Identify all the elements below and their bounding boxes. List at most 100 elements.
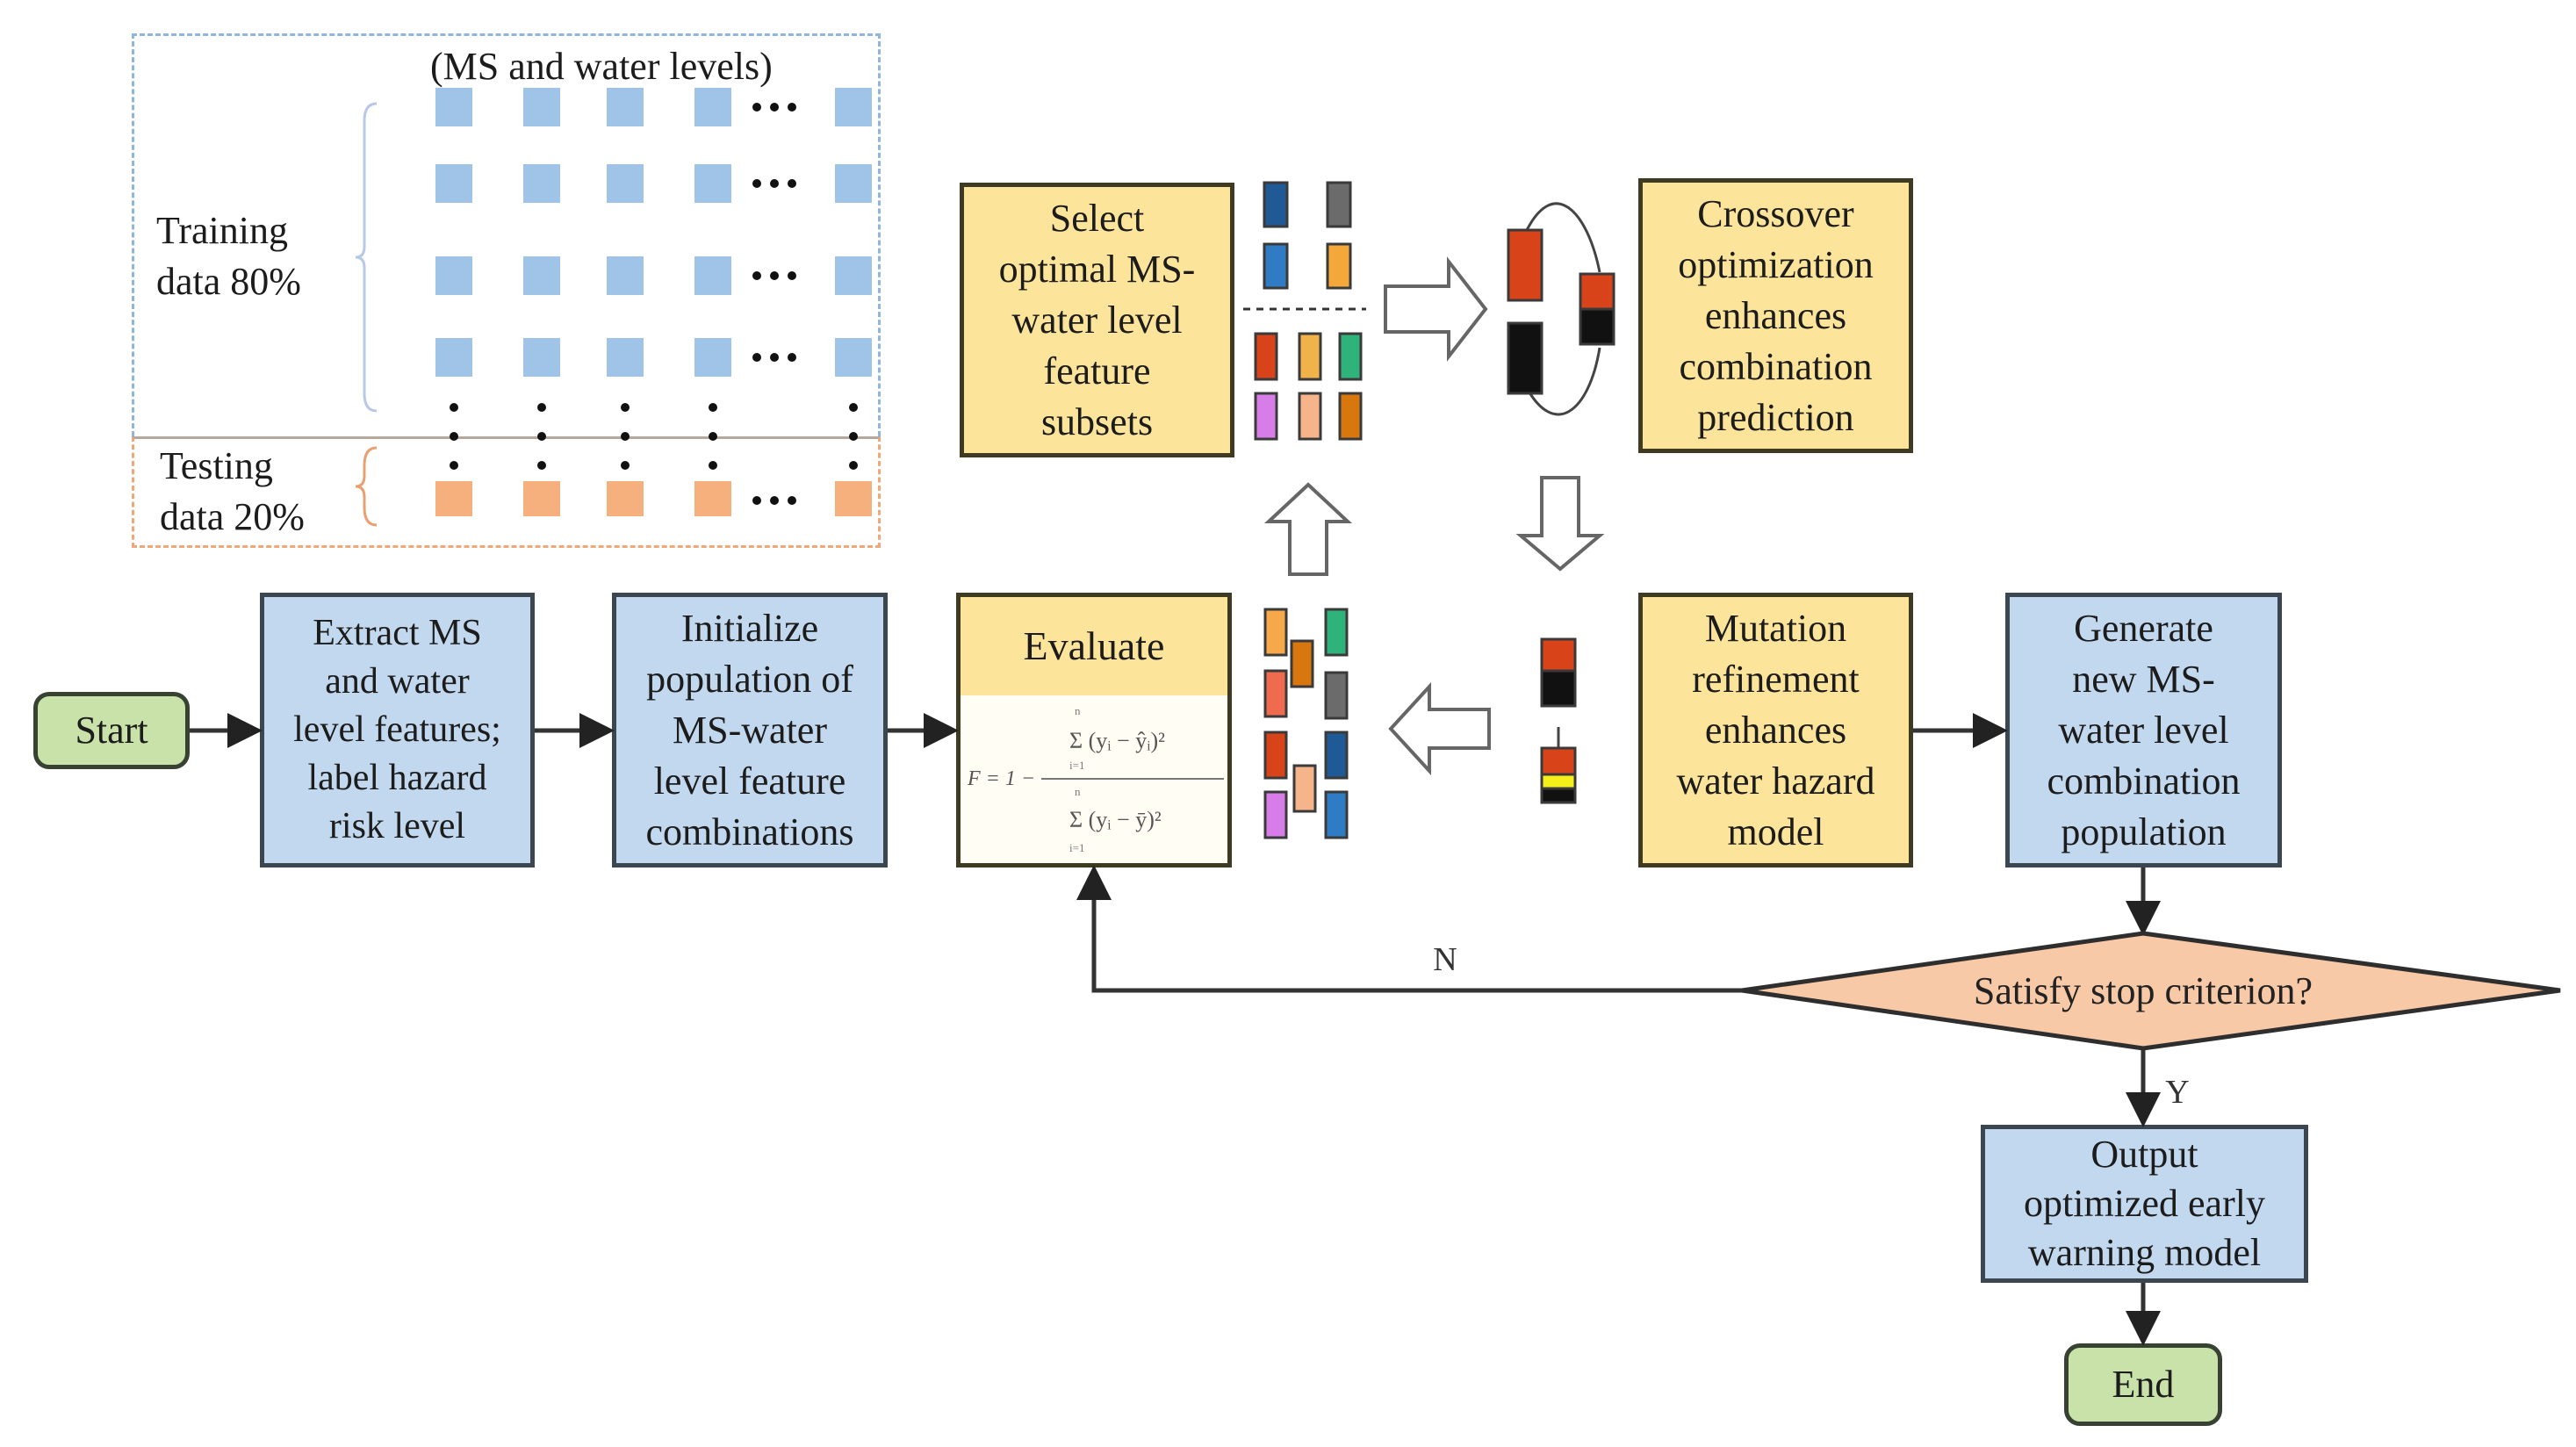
testing-region <box>132 436 881 548</box>
decision-diamond <box>1741 931 2561 1051</box>
ellipsis-dot <box>788 103 796 112</box>
formula-numerator-upper: n <box>1075 704 1081 717</box>
vertical-ellipsis-dot <box>621 432 630 441</box>
vertical-ellipsis-dot <box>450 432 458 441</box>
generate-population-node[interactable]: Generate new MS- water level combination… <box>2005 593 2282 867</box>
mutation-before-segment <box>1540 637 1577 673</box>
training-sample <box>835 164 872 203</box>
population-chromosome <box>1324 671 1349 720</box>
ellipsis-dot <box>788 179 796 188</box>
crossover-node[interactable]: Crossover optimization enhances combinat… <box>1638 178 1913 453</box>
end-node[interactable]: End <box>2064 1343 2222 1426</box>
select-chromosome <box>1298 332 1322 381</box>
ellipsis-dot <box>770 103 779 112</box>
extract-features-node[interactable]: Extract MS and water level features; lab… <box>260 593 535 867</box>
vertical-ellipsis-dot <box>450 461 458 470</box>
crossover-parent <box>1507 321 1543 395</box>
vertical-ellipsis-dot <box>450 403 458 412</box>
population-chromosome <box>1324 731 1349 780</box>
training-sample <box>435 164 472 203</box>
crossover-child-segment <box>1579 307 1615 346</box>
block-arrow-down <box>1515 476 1605 572</box>
ellipsis-dot <box>752 179 761 188</box>
formula-lhs: F = 1 − <box>967 767 1035 790</box>
decision-label: Satisfy stop criterion? <box>1974 969 2313 1012</box>
evaluate-title: Evaluate <box>961 597 1227 695</box>
testing-sample <box>835 481 872 516</box>
ellipsis-dot <box>752 271 761 280</box>
formula-denominator: Σ (yᵢ − ȳ)² <box>1069 807 1162 832</box>
evaluate-node[interactable]: Evaluate F = 1 − Σ (yᵢ − ŷᵢ)² n i=1 Σ (y… <box>956 593 1232 867</box>
crossover-curve-top <box>1524 202 1601 273</box>
ellipsis-dot <box>752 103 761 112</box>
training-sample <box>607 256 644 295</box>
population-chromosome <box>1263 669 1288 718</box>
training-label: Training data 80% <box>156 209 301 303</box>
ellipsis-dot <box>770 353 779 362</box>
training-sample <box>435 256 472 295</box>
formula-numerator: Σ (yᵢ − ŷᵢ)² <box>1069 728 1165 753</box>
population-chromosome <box>1324 790 1349 839</box>
training-sample <box>694 164 731 203</box>
block-arrow-right <box>1384 256 1488 362</box>
population-chromosome <box>1292 764 1317 813</box>
select-chromosome <box>1298 392 1322 441</box>
testing-brace <box>355 446 378 527</box>
training-sample <box>694 338 731 377</box>
vertical-ellipsis-dot <box>709 432 717 441</box>
vertical-ellipsis-dot <box>621 461 630 470</box>
vertical-ellipsis-dot <box>849 403 858 412</box>
training-sample <box>523 338 560 377</box>
training-sample <box>694 88 731 126</box>
initialize-population-node[interactable]: Initialize population of MS-water level … <box>612 593 888 867</box>
edge-label-yes: Y <box>2165 1074 2189 1111</box>
testing-label: Testing data 20% <box>160 444 305 538</box>
mutation-before-segment <box>1540 669 1577 708</box>
formula-numerator-lower: i=1 <box>1069 759 1084 772</box>
select-chromosome <box>1338 332 1363 381</box>
mutation-highlight-segment <box>1540 773 1577 790</box>
training-brace <box>355 102 378 413</box>
ellipsis-dot <box>752 353 761 362</box>
population-chromosome <box>1324 608 1349 657</box>
formula-denominator-lower: i=1 <box>1069 841 1084 854</box>
training-sample <box>523 88 560 126</box>
vertical-ellipsis-dot <box>709 403 717 412</box>
start-node[interactable]: Start <box>33 692 190 769</box>
ellipsis-dot <box>788 353 796 362</box>
training-sample <box>694 256 731 295</box>
output-model-node[interactable]: Output optimized early warning model <box>1981 1125 2308 1283</box>
vertical-ellipsis-dot <box>849 432 858 441</box>
training-region <box>132 33 881 436</box>
ellipsis-dot <box>770 271 779 280</box>
crossover-parent <box>1507 228 1543 302</box>
testing-sample <box>607 481 644 516</box>
select-chromosome <box>1263 181 1289 228</box>
select-chromosome <box>1338 392 1363 441</box>
population-chromosome <box>1263 790 1288 839</box>
data-split-panel: (MS and water levels) Training data 80% … <box>132 33 881 548</box>
ellipsis-dot <box>788 496 796 505</box>
vertical-ellipsis-dot <box>537 403 546 412</box>
vertical-ellipsis-dot <box>537 432 546 441</box>
crossover-child-segment <box>1579 272 1615 311</box>
data-grid <box>355 88 872 527</box>
training-sample <box>835 256 872 295</box>
training-sample <box>435 88 472 126</box>
training-sample <box>607 338 644 377</box>
training-sample <box>523 256 560 295</box>
testing-sample <box>523 481 560 516</box>
population-chromosome <box>1290 639 1314 688</box>
mutation-node[interactable]: Mutation refinement enhances water hazar… <box>1638 593 1913 867</box>
data-panel-header: (MS and water levels) <box>430 45 773 88</box>
training-sample <box>835 338 872 377</box>
ellipsis-dot <box>788 271 796 280</box>
testing-sample <box>694 481 731 516</box>
select-subsets-node[interactable]: Select optimal MS- water level feature s… <box>960 183 1234 457</box>
fitness-formula: F = 1 − Σ (yᵢ − ŷᵢ)² n i=1 Σ (yᵢ − ȳ)² n… <box>961 695 1227 863</box>
population-chromosome <box>1263 608 1288 657</box>
ellipsis-dot <box>752 496 761 505</box>
edge-decision-no-loop <box>1076 865 1742 993</box>
select-chromosome <box>1254 392 1278 441</box>
